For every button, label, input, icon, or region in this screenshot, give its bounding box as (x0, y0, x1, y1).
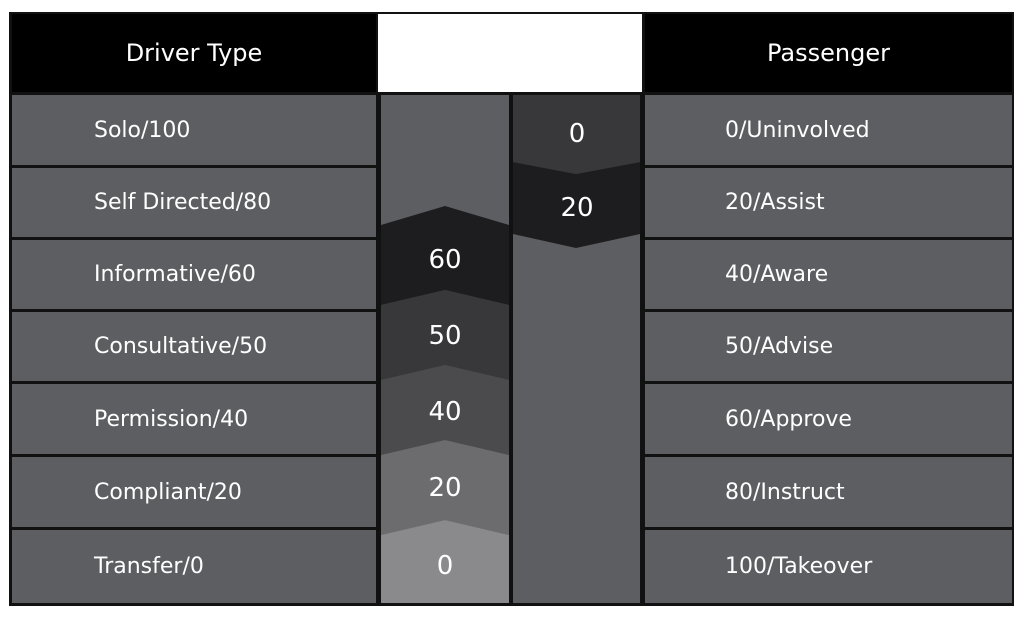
left-scale-segment-40 (381, 365, 509, 455)
right-scale-label: 0 (569, 119, 586, 149)
driver-row: Self Directed/80 (12, 168, 376, 237)
left-scale-segment-0 (381, 520, 509, 603)
driver-row: Transfer/0 (12, 530, 376, 603)
passenger-row: 100/Takeover (645, 530, 1012, 603)
left-scale-label: 0 (437, 551, 454, 581)
left-scale-label: 50 (428, 321, 461, 351)
driver-row: Compliant/20 (12, 457, 376, 527)
left-scale-segment-60 (381, 206, 509, 305)
driver-row: Permission/40 (12, 384, 376, 454)
passenger-row: 0/Uninvolved (645, 95, 1012, 165)
left-scale-label: 20 (428, 473, 461, 503)
passenger-row: 80/Instruct (645, 457, 1012, 527)
driver-row: Consultative/50 (12, 312, 376, 381)
left-scale-label: 60 (428, 245, 461, 275)
middle-header (378, 14, 642, 92)
passenger-header: Passenger (645, 14, 1012, 92)
left-scale-segment-20 (381, 440, 509, 535)
right-scale-segment-20 (513, 162, 640, 248)
passenger-row: 20/Assist (645, 168, 1012, 237)
driver-row: Solo/100 (12, 95, 376, 165)
passenger-row: 40/Aware (645, 240, 1012, 309)
driver-row: Informative/60 (12, 240, 376, 309)
left-scale-segment-50 (381, 290, 509, 380)
passenger-row: 60/Approve (645, 384, 1012, 454)
driver-type-header: Driver Type (12, 14, 376, 92)
right-scale-label: 20 (560, 193, 593, 223)
passenger-row: 50/Advise (645, 312, 1012, 381)
right-scale-segment-0 (513, 95, 640, 174)
left-scale-label: 40 (428, 397, 461, 427)
